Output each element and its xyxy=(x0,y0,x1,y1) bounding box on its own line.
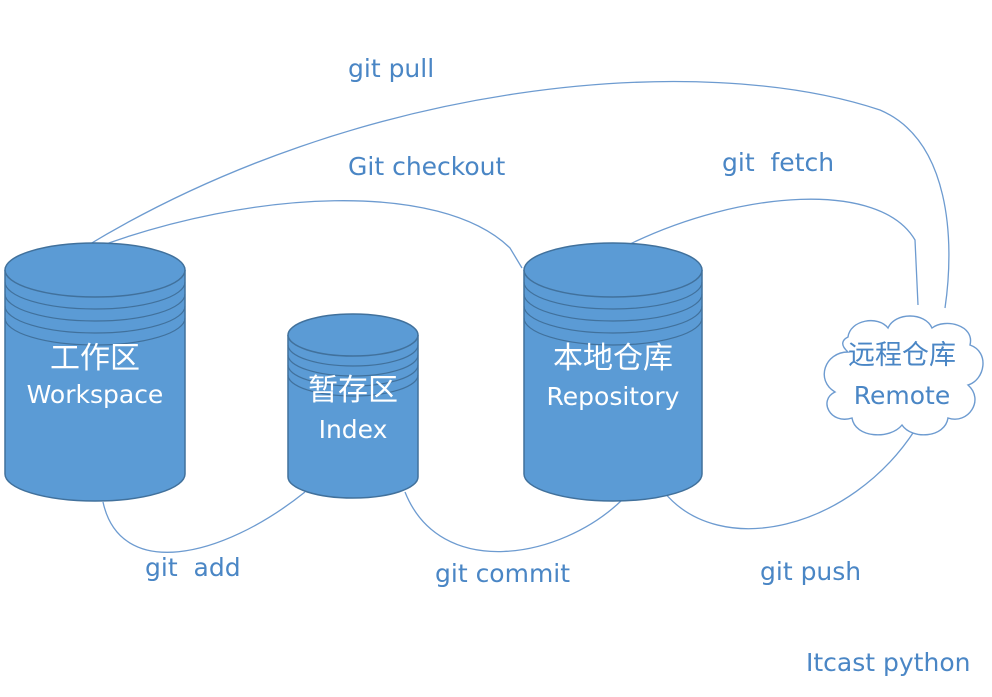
pull-label: git pull xyxy=(348,54,434,83)
repository-title: 本地仓库 xyxy=(553,341,673,376)
index-title: 暂存区 xyxy=(308,373,398,408)
index-subtitle: Index xyxy=(319,415,388,444)
checkout-curve xyxy=(94,200,523,269)
add-label: git add xyxy=(145,553,241,582)
index-cylinder: 暂存区 Index xyxy=(287,313,419,499)
commit-curve xyxy=(404,491,623,553)
fetch-curve xyxy=(627,198,919,306)
workspace-cylinder: 工作区 Workspace xyxy=(4,242,186,502)
fetch-label: git fetch xyxy=(722,148,834,177)
workspace-subtitle: Workspace xyxy=(27,380,164,409)
remote-subtitle: Remote xyxy=(854,381,950,410)
push-curve xyxy=(663,429,916,530)
remote-title: 远程仓库 xyxy=(848,340,956,371)
repository-subtitle: Repository xyxy=(547,382,680,411)
workspace-title: 工作区 xyxy=(50,341,140,376)
checkout-label: Git checkout xyxy=(348,152,506,181)
add-curve xyxy=(102,491,306,553)
commit-label: git commit xyxy=(435,559,570,588)
pull-curve xyxy=(84,80,950,309)
watermark-text: Itcast python xyxy=(806,648,970,677)
push-label: git push xyxy=(760,557,861,586)
remote-cloud: 远程仓库 Remote xyxy=(823,315,984,436)
repository-cylinder: 本地仓库 Repository xyxy=(523,242,703,502)
